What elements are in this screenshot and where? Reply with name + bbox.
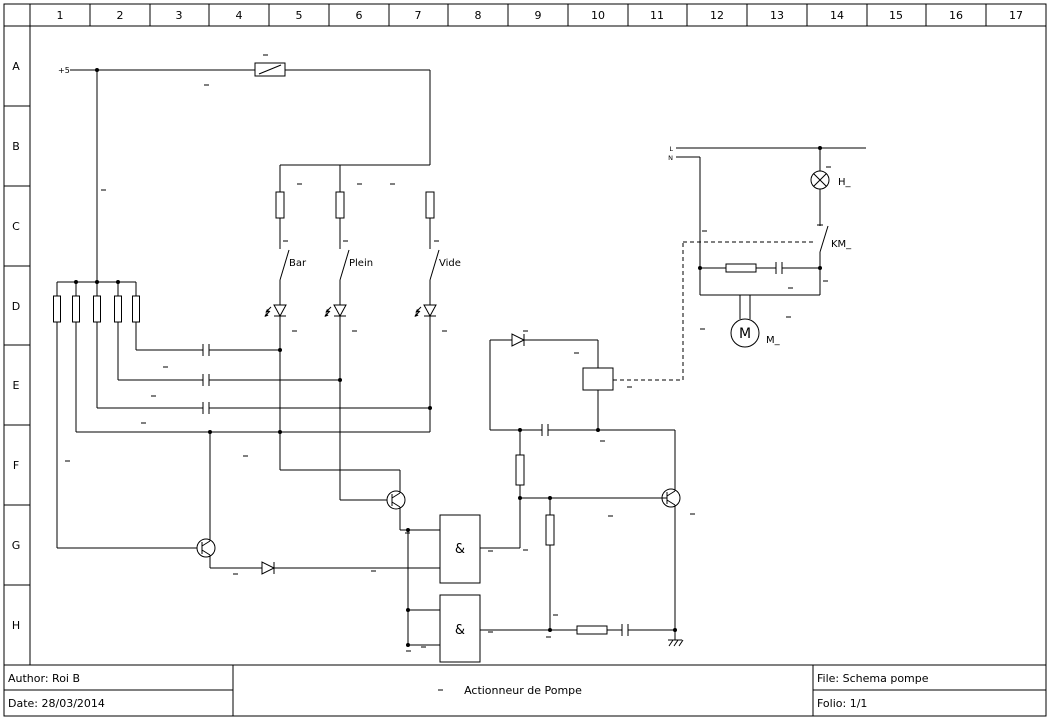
relay-coil-icon — [582, 367, 614, 391]
grid-column-labels: 1 2 3 4 5 6 7 8 9 10 11 12 13 14 15 16 1… — [57, 9, 1024, 22]
and-gate-2: & — [439, 594, 481, 663]
switch-plein-label: Plein — [349, 258, 373, 269]
grid-column-label: 3 — [176, 9, 183, 22]
switch-bar-label: Bar — [289, 258, 307, 269]
lamp-icon — [810, 170, 830, 190]
and-gate-label: & — [455, 623, 465, 638]
diode-icon — [261, 561, 276, 575]
led-icon — [414, 304, 437, 318]
grid-column-label: 12 — [710, 9, 724, 22]
grid-row-label: F — [13, 459, 19, 472]
ground-icon — [668, 639, 684, 647]
grid-column-label: 14 — [830, 9, 844, 22]
lamp-label: H_ — [838, 177, 852, 188]
grid-row-label: E — [13, 379, 20, 392]
grid-column-label: 9 — [535, 9, 542, 22]
grid-column-label: 17 — [1009, 9, 1023, 22]
capacitor-icon — [202, 262, 783, 636]
switch-plein-icon — [339, 245, 350, 281]
transistor-icon — [661, 488, 681, 508]
motor-icon: M — [730, 318, 760, 348]
drawing-title: Actionneur de Pompe — [464, 684, 582, 697]
led-icon — [324, 304, 347, 318]
grid-column-label: 8 — [475, 9, 482, 22]
grid-column-label: 11 — [650, 9, 664, 22]
folio-field: Folio: 1/1 — [817, 697, 867, 710]
drawing-frame — [3, 3, 1047, 717]
transistor-icon — [196, 538, 216, 558]
grid-column-label: 4 — [236, 9, 243, 22]
neutral-terminal-label: N — [668, 154, 673, 162]
power-rail-label: +5 — [58, 66, 70, 75]
switch-bar-icon — [279, 245, 290, 281]
grid-column-label: 10 — [591, 9, 605, 22]
and-gate-label: & — [455, 542, 465, 557]
motor-label: M_ — [766, 335, 781, 346]
grid-row-label: D — [12, 300, 20, 313]
grid-row-label: A — [12, 60, 20, 73]
relay-contactor-link — [613, 241, 813, 381]
led-icon — [264, 304, 287, 318]
grid-column-label: 15 — [889, 9, 903, 22]
grid-row-label: B — [12, 140, 20, 153]
grid-row-labels: A B C D E F G H — [12, 60, 21, 632]
dash-marks-layer — [65, 54, 831, 691]
wires — [56, 69, 866, 646]
grid-column-label: 2 — [117, 9, 124, 22]
resistor-icon — [53, 191, 757, 635]
transistor-icon — [386, 490, 406, 510]
grid-column-label: 5 — [296, 9, 303, 22]
switch-vide-label: Vide — [439, 258, 461, 269]
grid-row-label: C — [12, 220, 20, 233]
and-gate-1: & — [439, 514, 481, 584]
junction-dots — [74, 68, 822, 647]
contactor-contact-icon — [817, 224, 829, 253]
grid-column-label: 7 — [415, 9, 422, 22]
fuse-icon — [254, 62, 286, 77]
contactor-label: KM_ — [831, 239, 852, 250]
switch-vide-icon — [429, 245, 440, 281]
line-terminal-label: L — [669, 145, 673, 153]
date-field: Date: 28/03/2014 — [8, 697, 105, 710]
file-field: File: Schema pompe — [817, 672, 929, 685]
grid-column-label: 1 — [57, 9, 64, 22]
motor-letter: M — [739, 326, 751, 342]
grid-column-label: 13 — [770, 9, 784, 22]
schematic-labels: +5 Bar Plein Vide L N H_ KM_ M_ — [58, 66, 852, 346]
diode-icon — [511, 333, 526, 347]
title-block: Author: Roi B Date: 28/03/2014 Actionneu… — [4, 665, 1046, 716]
grid-row-label: G — [12, 539, 21, 552]
author-field: Author: Roi B — [8, 672, 80, 685]
grid-column-label: 6 — [356, 9, 363, 22]
grid-row-label: H — [12, 619, 20, 632]
grid-column-label: 16 — [949, 9, 963, 22]
